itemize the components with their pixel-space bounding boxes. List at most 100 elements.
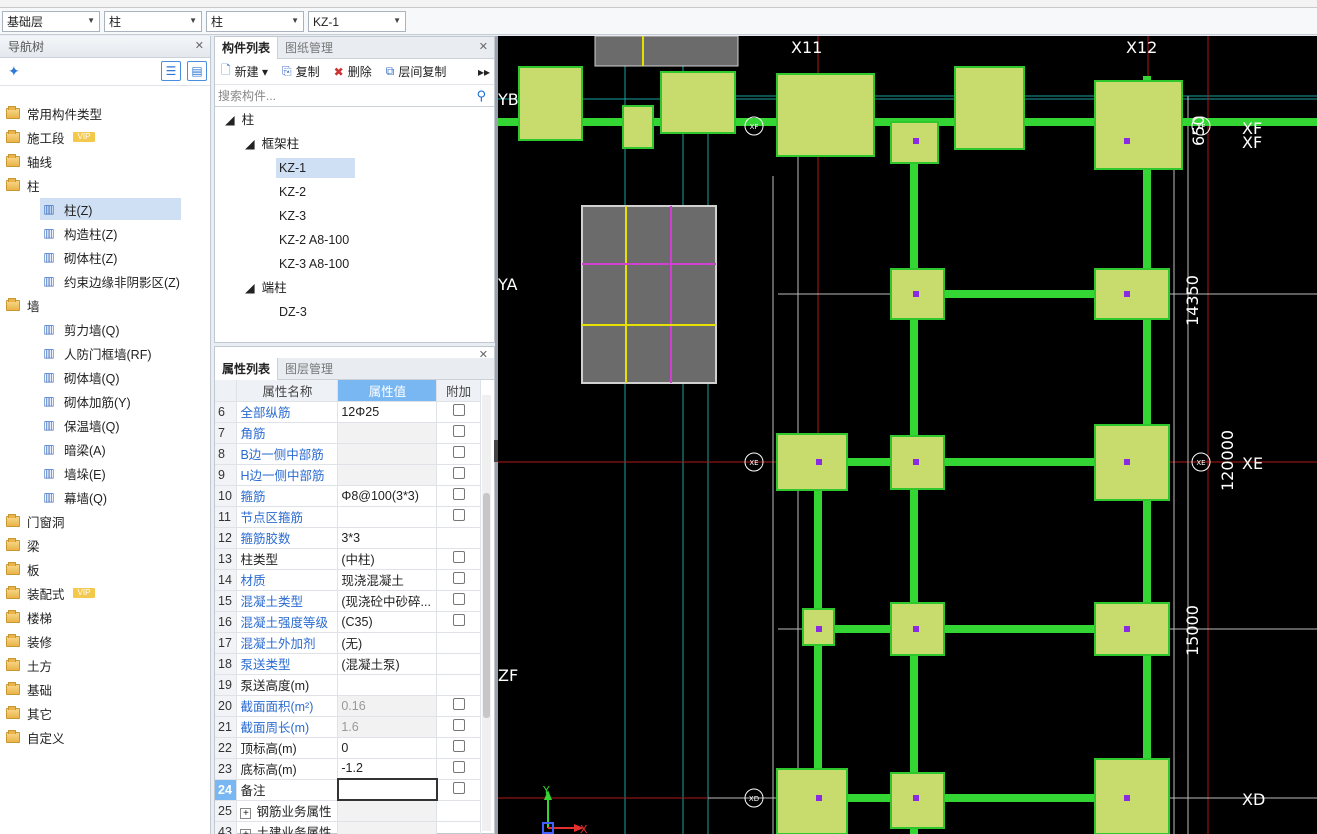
nav-sub-item[interactable]: ▥构造柱(Z)	[40, 222, 117, 244]
nav-sub-item[interactable]: ▥墙垛(E)	[40, 462, 105, 484]
extra-checkbox[interactable]	[452, 404, 465, 416]
extra-checkbox[interactable]	[452, 698, 465, 710]
copy-button[interactable]: ⎘复制	[282, 64, 320, 79]
tree-group[interactable]: ◢ 端柱	[245, 281, 287, 295]
panel-view-icon[interactable]: ▤	[187, 61, 207, 81]
property-value[interactable]: (无)	[337, 632, 438, 654]
extra-checkbox[interactable]	[452, 782, 465, 794]
component-item[interactable]: KZ-3 A8-100	[279, 257, 350, 271]
nav-folder-item[interactable]: 自定义	[6, 726, 65, 748]
property-value[interactable]: -1.2	[337, 758, 438, 780]
property-value[interactable]: 3*3	[337, 527, 438, 549]
nav-folder-item[interactable]: 柱	[6, 174, 40, 196]
floor-copy-button[interactable]: ⧉层间复制	[385, 64, 447, 79]
list-view-icon[interactable]: ☰	[161, 61, 181, 81]
search-icon[interactable]: ⚲	[476, 88, 486, 103]
expand-icon[interactable]: +	[240, 829, 252, 834]
tree-group[interactable]: ◢ 框架柱	[245, 137, 300, 151]
property-value[interactable]: 1.6	[337, 716, 438, 738]
nav-folder-item[interactable]: 墙	[6, 294, 40, 316]
extra-checkbox[interactable]	[452, 425, 465, 437]
property-value[interactable]: 现浇混凝土	[337, 569, 438, 591]
property-value[interactable]: (C35)	[337, 611, 438, 633]
property-value[interactable]	[337, 674, 438, 696]
nav-sub-item[interactable]: ▥暗梁(A)	[40, 438, 105, 460]
property-value[interactable]	[337, 800, 438, 822]
nav-sub-item[interactable]: ▥幕墙(Q)	[40, 486, 107, 508]
close-icon[interactable]: ✕	[478, 41, 488, 53]
new-button[interactable]: 🗋新建 ▾	[221, 61, 268, 82]
extra-checkbox[interactable]	[452, 509, 465, 521]
property-value[interactable]: (中柱)	[337, 548, 438, 570]
extra-checkbox[interactable]	[452, 593, 465, 605]
extra-checkbox[interactable]	[452, 719, 465, 731]
property-value[interactable]: Φ8@100(3*3)	[337, 485, 438, 507]
property-value[interactable]: 0	[337, 737, 438, 759]
cad-canvas[interactable]: XF XF XE XE XD X11 X12 YB YA ZF XF XF XE…	[498, 36, 1317, 834]
close-icon[interactable]: ✕	[194, 40, 204, 52]
category-select[interactable]: 柱 ▼	[104, 11, 202, 32]
add-sparkle-icon[interactable]: ✦	[8, 63, 20, 79]
property-value[interactable]	[336, 778, 438, 801]
nav-folder-item[interactable]: 板	[6, 558, 40, 580]
property-value[interactable]	[337, 821, 438, 834]
tab-property-list[interactable]: 属性列表	[215, 358, 279, 380]
nav-sub-item[interactable]: ▥砌体墙(Q)	[40, 366, 119, 388]
collapse-handle[interactable]	[494, 440, 499, 462]
nav-folder-item[interactable]: 常用构件类型	[6, 102, 102, 124]
property-value[interactable]	[337, 464, 438, 486]
floor-select[interactable]: 基础层 ▼	[2, 11, 100, 32]
property-value[interactable]: 0.16	[337, 695, 438, 717]
nav-folder-item[interactable]: 土方	[6, 654, 52, 676]
close-icon[interactable]: ✕	[478, 349, 488, 361]
property-value[interactable]	[337, 422, 438, 444]
component-item[interactable]: KZ-2	[279, 185, 307, 199]
nav-sub-item[interactable]: ▥约束边缘非阴影区(Z)	[40, 270, 180, 292]
component-item[interactable]: KZ-1	[276, 158, 355, 178]
tab-layer-management[interactable]: 图层管理	[285, 362, 334, 376]
panel-splitter[interactable]	[495, 36, 498, 834]
extra-checkbox[interactable]	[452, 446, 465, 458]
component-item[interactable]: KZ-3	[279, 209, 307, 223]
nav-folder-item[interactable]: 轴线	[6, 150, 52, 172]
nav-folder-item[interactable]: 基础	[6, 678, 52, 700]
nav-sub-item[interactable]: ▥剪力墙(Q)	[40, 318, 119, 340]
nav-folder-item[interactable]: 梁	[6, 534, 40, 556]
property-value[interactable]	[337, 506, 438, 528]
property-value[interactable]	[337, 443, 438, 465]
nav-sub-item[interactable]: ▥柱(Z)	[40, 198, 181, 220]
nav-sub-item[interactable]: ▥砌体加筋(Y)	[40, 390, 130, 412]
scrollbar-thumb[interactable]	[483, 493, 490, 718]
more-arrow-icon[interactable]: ▸▸	[477, 64, 490, 79]
component-item[interactable]: DZ-3	[279, 305, 307, 319]
extra-checkbox[interactable]	[452, 488, 465, 500]
nav-folder-item[interactable]: 其它	[6, 702, 52, 724]
tree-root[interactable]: ◢ 柱	[225, 113, 255, 127]
nav-sub-item[interactable]: ▥保温墙(Q)	[40, 414, 119, 436]
nav-sub-item[interactable]: ▥人防门框墙(RF)	[40, 342, 151, 364]
property-row[interactable]: 43+土建业务属性	[215, 821, 481, 834]
nav-sub-item[interactable]: ▥砌体柱(Z)	[40, 246, 117, 268]
tab-component-list[interactable]: 构件列表	[215, 37, 279, 59]
extra-checkbox[interactable]	[452, 467, 465, 479]
property-row[interactable]: 25+钢筋业务属性	[215, 800, 481, 822]
delete-button[interactable]: ✖删除	[333, 64, 372, 80]
extra-checkbox[interactable]	[452, 572, 465, 584]
component-search[interactable]: 搜索构件... ⚲	[215, 85, 494, 107]
type-select[interactable]: 柱 ▼	[206, 11, 304, 32]
